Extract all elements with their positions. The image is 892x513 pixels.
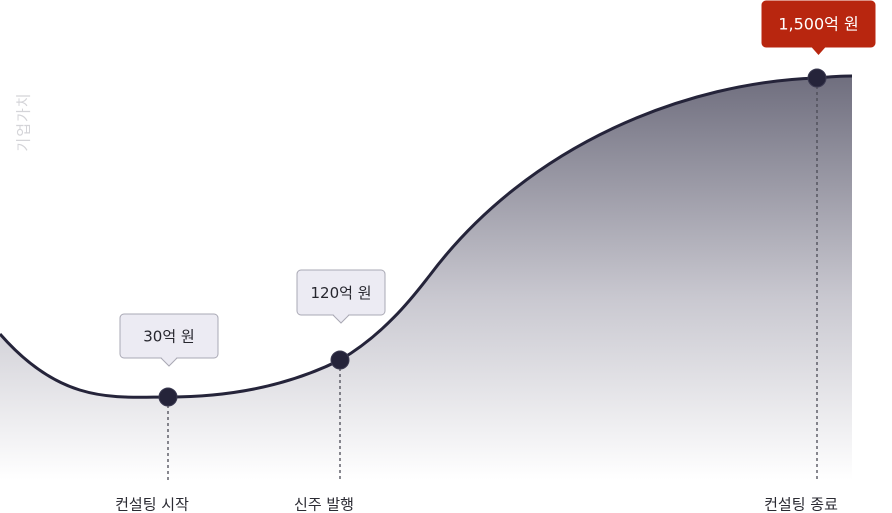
data-point-marker xyxy=(158,387,178,407)
value-label: 1,500억 원 xyxy=(778,15,858,34)
x-tick-label: 신주 발행 xyxy=(294,496,354,513)
data-point-marker xyxy=(330,350,350,370)
callout-pointer xyxy=(333,314,349,323)
x-tick-label: 컨설팅 종료 xyxy=(764,496,838,513)
area-fill xyxy=(0,76,852,480)
callout-pointer xyxy=(161,357,177,366)
callout-pointer-border xyxy=(160,357,178,367)
callout-pointer-border xyxy=(332,314,350,324)
callout-pointer xyxy=(810,46,827,55)
x-tick-label: 컨설팅 시작 xyxy=(115,496,189,513)
value-label: 30억 원 xyxy=(143,328,194,346)
data-point-marker xyxy=(807,68,827,88)
y-axis-label: 기업가치 xyxy=(15,92,33,151)
value-curve xyxy=(0,74,853,399)
value-label: 120억 원 xyxy=(311,284,372,302)
